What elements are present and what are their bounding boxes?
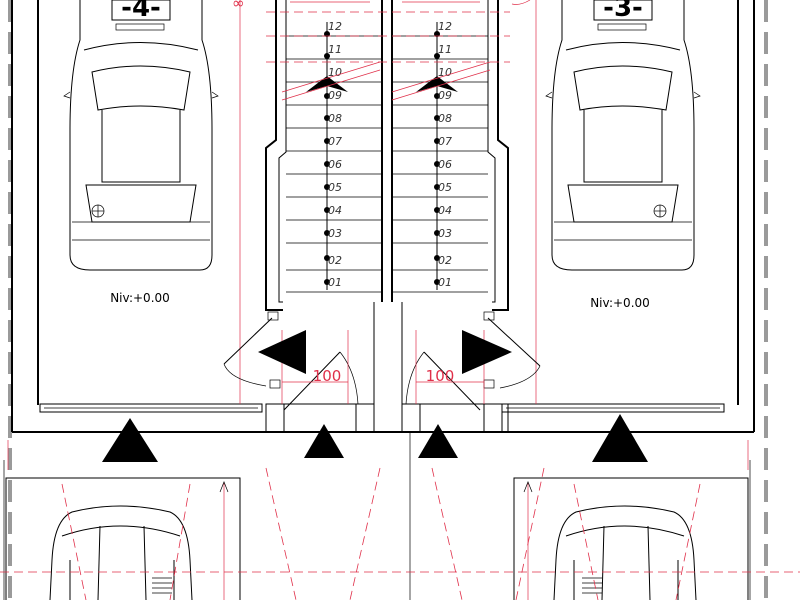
- step-dot: [324, 230, 330, 236]
- stair-up-arrow-left: [306, 76, 348, 92]
- step-numbers-right: 12 11 10 09 08 07 06 05 04 03 02 01: [438, 20, 452, 289]
- step-dot: [324, 184, 330, 190]
- axis-lines-top: ∞: [232, 0, 537, 404]
- step-dot: [434, 161, 440, 167]
- step-number: 11: [438, 43, 452, 56]
- stair-cut-lines: [266, 11, 510, 101]
- step-dots-left: [324, 31, 330, 285]
- entry-arrow-right: [462, 330, 512, 374]
- step-dot: [324, 93, 330, 99]
- step-numbers-left: 12 11 10 09 08 07 06 05 04 03 02 01: [328, 20, 342, 289]
- stair-up-arrow-right: [416, 76, 458, 92]
- step-dot: [434, 207, 440, 213]
- car-top-left: [63, 0, 219, 271]
- door-width-left: 100: [313, 367, 342, 385]
- dimension-right: 100: [416, 367, 484, 385]
- lower-parking-bay-left: [5, 477, 241, 600]
- plate-number-right: -3-: [603, 0, 643, 23]
- svg-text:∞: ∞: [232, 0, 245, 12]
- step-number: 03: [328, 227, 342, 240]
- step-number: 08: [328, 112, 342, 125]
- access-triangle-2: [304, 424, 344, 458]
- step-number: 11: [328, 43, 342, 56]
- step-dot: [434, 93, 440, 99]
- step-dot: [434, 53, 440, 59]
- step-dot: [324, 279, 330, 285]
- level-label-left: Niv:+0.00: [110, 291, 170, 305]
- door-right: [405, 311, 541, 411]
- car-bottom-right: [553, 505, 697, 600]
- car-bottom-left: [49, 505, 193, 600]
- step-dot: [434, 184, 440, 190]
- dimension-left: 100: [282, 367, 348, 385]
- step-number: 12: [438, 20, 452, 33]
- step-number: 07: [328, 135, 342, 148]
- step-dot: [434, 31, 440, 37]
- step-number: 08: [438, 112, 452, 125]
- step-number: 05: [438, 181, 452, 194]
- step-number: 04: [328, 204, 342, 217]
- step-dot: [324, 138, 330, 144]
- step-dot: [324, 161, 330, 167]
- door-width-right: 100: [426, 367, 455, 385]
- step-number: 10: [328, 66, 342, 79]
- step-dot: [434, 279, 440, 285]
- access-triangle-4: [592, 414, 648, 462]
- step-dot: [324, 115, 330, 121]
- car-top-right: [545, 0, 701, 271]
- step-number: 02: [438, 254, 452, 267]
- step-number: 09: [328, 89, 342, 102]
- step-number: 09: [438, 89, 452, 102]
- step-number: 01: [328, 276, 342, 289]
- license-plate-right: -3-: [593, 0, 653, 23]
- step-dots-right: [434, 31, 440, 285]
- step-number: 07: [438, 135, 452, 148]
- step-dot: [434, 255, 440, 261]
- lower-parking-bay-right: [513, 477, 749, 600]
- step-number: 01: [438, 276, 452, 289]
- stair-treads-right: [392, 35, 488, 293]
- step-dot: [324, 53, 330, 59]
- garage-door-left: [39, 403, 263, 413]
- step-dot: [434, 138, 440, 144]
- step-number: 06: [438, 158, 452, 171]
- access-triangle-3: [418, 424, 458, 458]
- step-dot: [324, 255, 330, 261]
- plate-number-left: -4-: [121, 0, 161, 23]
- axis-lines-bottom: [0, 440, 800, 600]
- step-dot: [324, 207, 330, 213]
- step-number: 04: [438, 204, 452, 217]
- step-number: 06: [328, 158, 342, 171]
- step-dot: [434, 230, 440, 236]
- step-number: 10: [438, 66, 452, 79]
- level-label-right: Niv:+0.00: [590, 296, 650, 310]
- step-number: 02: [328, 254, 342, 267]
- step-number: 05: [328, 181, 342, 194]
- garage-door-right: [501, 403, 725, 413]
- access-triangle-1: [102, 418, 158, 462]
- step-number: 03: [438, 227, 452, 240]
- license-plate-left: -4-: [111, 0, 171, 23]
- step-number: 12: [328, 20, 342, 33]
- step-dot: [324, 31, 330, 37]
- step-dot: [434, 115, 440, 121]
- entry-arrow-left: [258, 330, 306, 374]
